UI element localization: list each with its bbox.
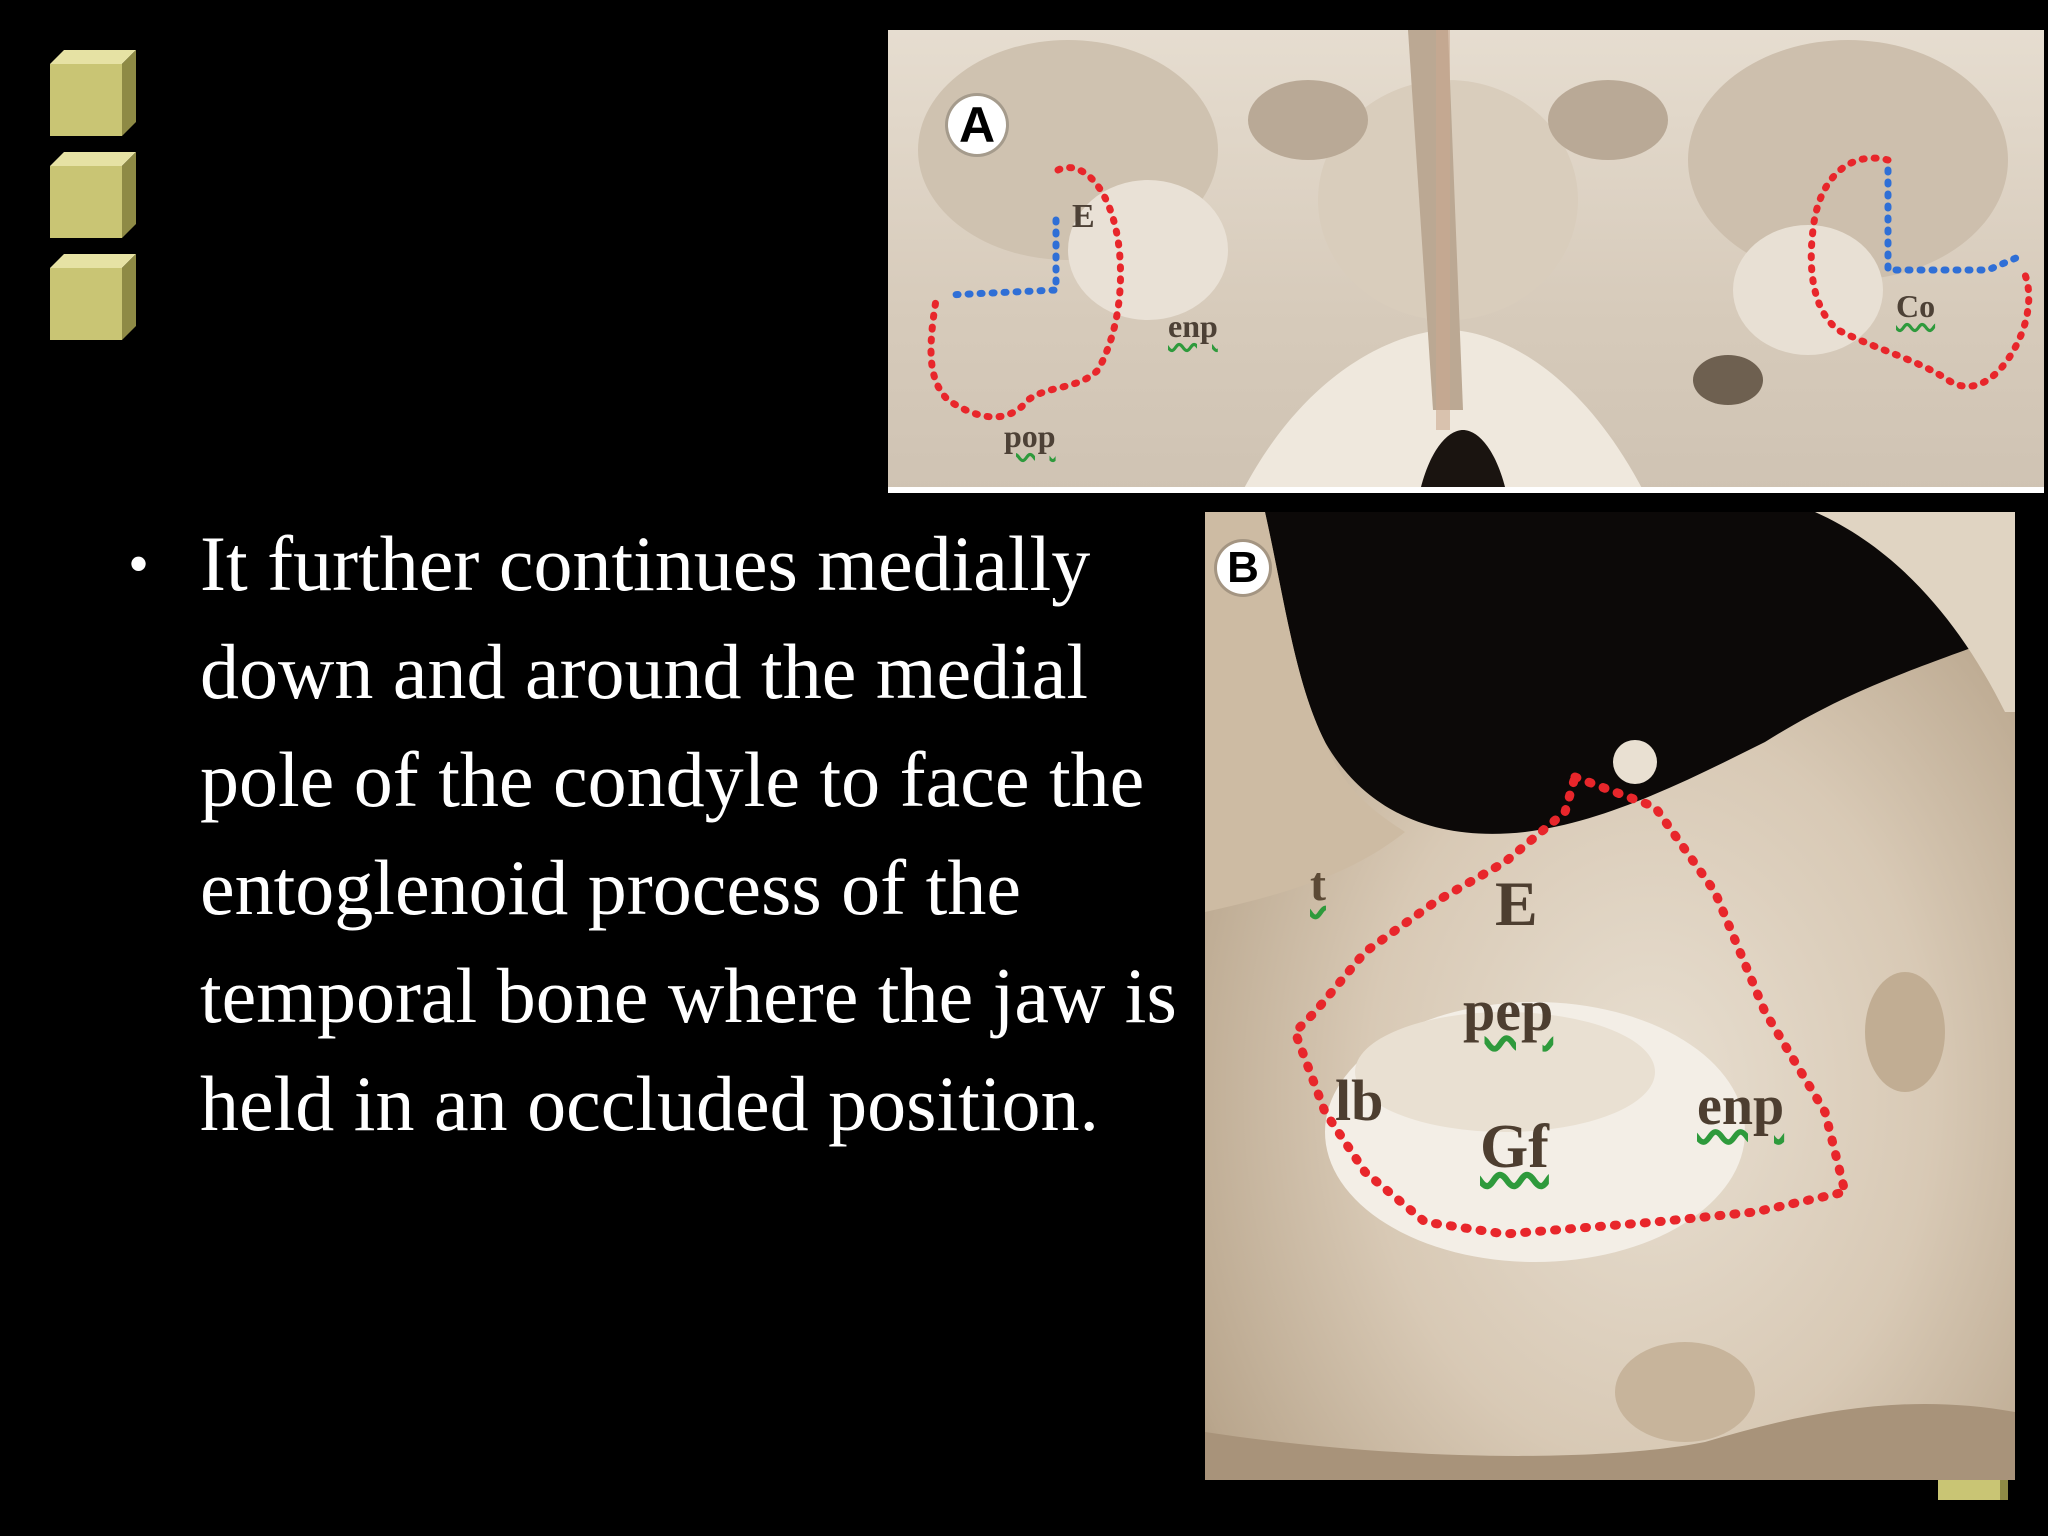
figure-a-border (888, 487, 2044, 493)
figure-a-letter: A (948, 96, 1006, 154)
figure-a-photo: A E enp pop Co (888, 30, 2044, 492)
figure-b-label-pep: pep (1463, 978, 1554, 1043)
cube-decoration-icon (50, 152, 136, 238)
figure-b-label-enp: enp (1697, 1075, 1785, 1137)
figure-b-label-t: t (1310, 858, 1326, 911)
bullet-list: • It further continues medially down and… (120, 510, 1180, 1158)
cube-decoration-icon (50, 254, 136, 340)
figure-b-letter: B (1217, 542, 1269, 594)
figure-a-label-e: E (1072, 198, 1095, 235)
figure-b-photo: B t E pep lb Gf enp (1205, 512, 2015, 1480)
bullet-item: • It further continues medially down and… (120, 510, 1180, 1158)
figure-b-label-lb: lb (1335, 1068, 1384, 1133)
figure-b-label-gf: Gf (1480, 1113, 1549, 1181)
figure-b-label-e: E (1495, 868, 1538, 939)
figure-a-label-enp: enp (1168, 308, 1218, 344)
bullet-glyph: • (128, 531, 150, 597)
figure-a-label-co: Co (1896, 288, 1936, 324)
bullet-text: It further continues medially down and a… (200, 520, 1177, 1147)
cube-decoration-icon (50, 50, 136, 136)
figure-a-label-pop: pop (1004, 418, 1056, 454)
